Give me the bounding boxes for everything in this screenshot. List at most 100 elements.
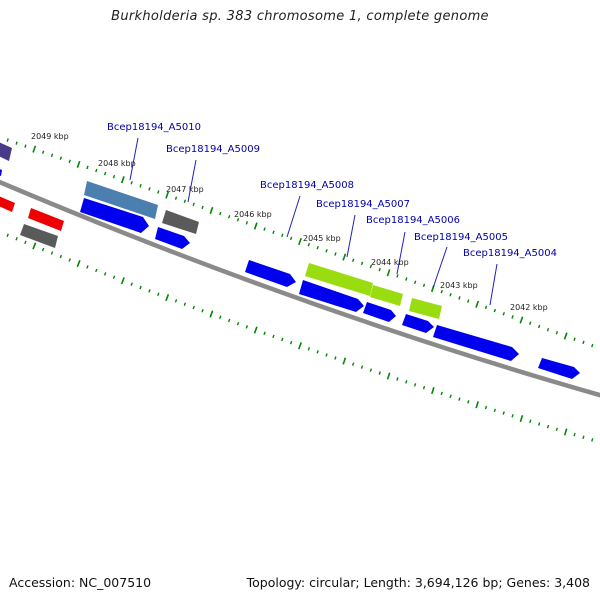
- inner-tick: [325, 353, 328, 357]
- feature-A5006: [370, 285, 403, 306]
- inner-tick: [396, 377, 399, 381]
- outer-tick: [511, 315, 514, 319]
- outer-tick: [139, 184, 142, 188]
- gene-label-A5010[interactable]: Bcep18194_A5010: [107, 122, 201, 133]
- gene-label-A5007[interactable]: Bcep18194_A5007: [316, 199, 410, 210]
- outer-tick: [546, 327, 550, 332]
- inner-tick: [41, 247, 45, 252]
- feature-blue-2: [155, 227, 190, 249]
- inner-tick: [582, 435, 585, 439]
- scale-label: 2042 kbp: [510, 303, 548, 312]
- inner-tick: [502, 411, 505, 415]
- feature-blue-3: [299, 280, 364, 312]
- inner-tick: [236, 321, 240, 326]
- inner-tick: [281, 337, 284, 342]
- outer-tick: [103, 171, 107, 176]
- inner-tick: [130, 282, 133, 286]
- outer-tick: [325, 249, 328, 253]
- outer-tick: [76, 160, 81, 168]
- inner-tick: [467, 400, 470, 404]
- feature-blue-edge: [0, 169, 2, 176]
- feature-blue-right: [538, 358, 580, 379]
- inner-tick: [378, 371, 381, 375]
- scale-labels: 2049 kbp 2048 kbp 2047 kbp 2046 kbp 2045…: [31, 132, 548, 312]
- inner-tick: [201, 308, 204, 313]
- inner-tick: [405, 380, 408, 384]
- inner-tick: [440, 391, 443, 396]
- outer-tick: [236, 217, 240, 222]
- outer-tick: [449, 293, 452, 297]
- outer-tick: [219, 211, 222, 216]
- inner-tick: [289, 340, 293, 345]
- feature-blue-4: [363, 302, 396, 322]
- scale-label: 2046 kbp: [234, 210, 272, 219]
- outer-tick: [467, 299, 470, 303]
- gene-label-A5006[interactable]: Bcep18194_A5006: [366, 215, 460, 226]
- feature-A5004: [433, 325, 519, 361]
- inner-tick: [6, 233, 9, 237]
- inner-tick: [563, 428, 568, 436]
- outer-tick: [157, 190, 160, 194]
- gene-labels: Bcep18194_A5010 Bcep18194_A5009 Bcep1819…: [107, 122, 557, 259]
- outer-tick: [227, 214, 231, 219]
- inner-tick: [59, 254, 63, 259]
- feature-red-left: [0, 196, 15, 212]
- inner-tick: [148, 289, 151, 293]
- inner-tick: [139, 285, 142, 290]
- outer-tick: [422, 283, 426, 288]
- outer-tick: [440, 289, 443, 294]
- inner-tick: [538, 422, 541, 426]
- outer-tick: [298, 237, 302, 246]
- outer-tick: [183, 199, 187, 203]
- outer-tick: [582, 340, 585, 345]
- inner-tick: [484, 405, 488, 410]
- outer-tick: [307, 242, 311, 247]
- inner-tick: [431, 386, 435, 395]
- accession-text: Accession: NC_007510: [9, 575, 152, 590]
- gene-label-A5009[interactable]: Bcep18194_A5009: [166, 144, 260, 155]
- inner-tick: [50, 251, 54, 255]
- gene-label-A5004[interactable]: Bcep18194_A5004: [463, 248, 557, 259]
- inner-tick: [573, 432, 576, 437]
- outer-tick: [413, 280, 417, 284]
- outer-tick: [316, 245, 319, 250]
- feature-A5005: [409, 298, 442, 319]
- inner-tick: [360, 365, 364, 369]
- feature-A5008: [245, 260, 296, 287]
- inner-tick: [298, 342, 302, 350]
- outer-tick: [386, 269, 391, 277]
- inner-tick: [112, 275, 116, 280]
- label-leaders: [129, 137, 498, 306]
- topology-text: Topology: circular; Length: 3,694,126 bp…: [246, 575, 590, 590]
- outer-tick: [148, 187, 151, 191]
- outer-tick: [15, 141, 18, 145]
- outer-tick: [396, 274, 399, 278]
- inner-tick: [546, 424, 550, 429]
- feature-A5009: [162, 210, 199, 234]
- gene-label-A5008[interactable]: Bcep18194_A5008: [260, 180, 354, 191]
- outer-tick: [378, 267, 381, 272]
- outer-tick: [369, 264, 373, 269]
- scale-label: 2049 kbp: [31, 132, 69, 141]
- outer-tick: [493, 308, 497, 313]
- gene-label-A5005[interactable]: Bcep18194_A5005: [414, 232, 508, 243]
- outer-tick: [281, 233, 284, 238]
- outer-tick: [59, 156, 63, 161]
- inner-tick: [422, 385, 426, 390]
- outer-tick: [484, 305, 488, 310]
- outer-tick: [342, 253, 347, 261]
- outer-tick: [519, 316, 524, 324]
- outer-tick: [120, 176, 125, 184]
- outer-tick: [591, 343, 594, 348]
- outer-tick: [32, 145, 37, 153]
- inner-tick: [253, 326, 258, 334]
- outer-tick: [68, 159, 71, 164]
- scale-label: 2045 kbp: [303, 234, 341, 243]
- outer-tick: [174, 196, 178, 200]
- inner-tick: [183, 302, 187, 306]
- outer-tick: [555, 331, 559, 335]
- outer-tick: [537, 324, 541, 329]
- outer-tick: [475, 300, 480, 308]
- outer-tick: [253, 222, 258, 230]
